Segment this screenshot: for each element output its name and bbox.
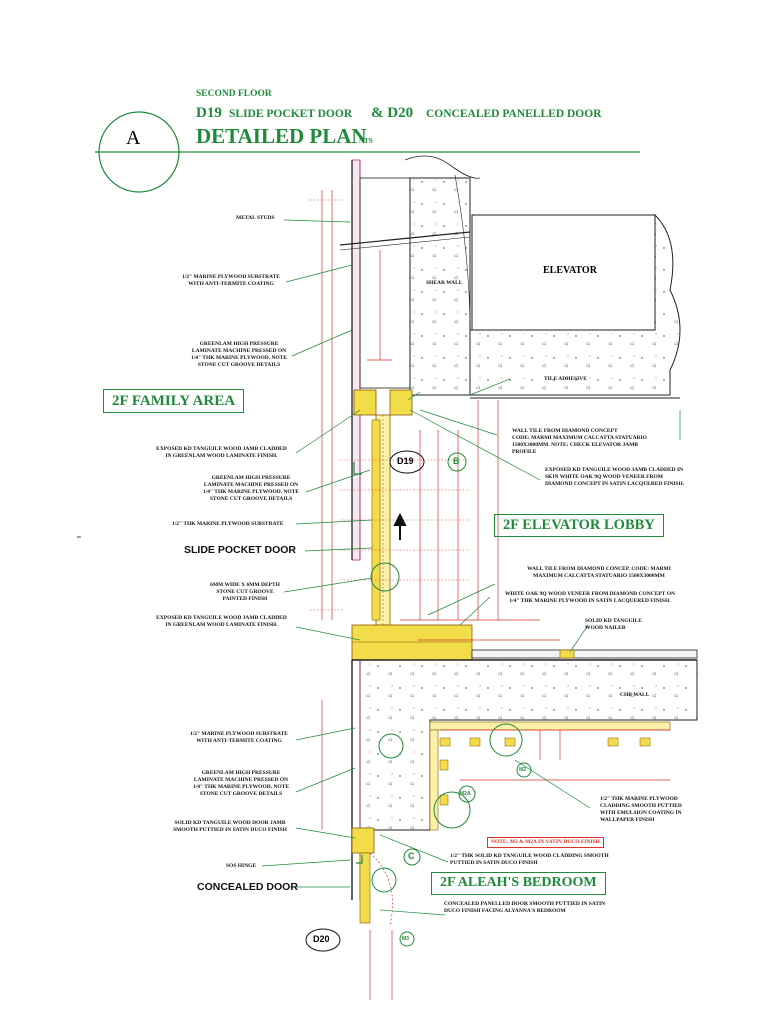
tag-b-circle bbox=[447, 452, 467, 472]
main-title: DETAILED PLAN bbox=[196, 124, 367, 148]
elevator-shaft bbox=[469, 213, 681, 396]
room-elevator-lobby: 2F ELEVATOR LOBBY bbox=[494, 514, 664, 538]
d19-code: D19 bbox=[196, 105, 222, 121]
section-letter: A bbox=[126, 127, 141, 149]
note-sos-hinge: SOS HINGE bbox=[226, 863, 257, 869]
callout-circle-5 bbox=[378, 733, 404, 759]
d20-desc: CONCEALED PANELLED DOOR bbox=[426, 108, 602, 120]
bedroom-cladding-v bbox=[429, 729, 439, 831]
room-bedroom: 2F ALEAH'S BEDROOM bbox=[431, 872, 606, 895]
door-jamb-lower bbox=[351, 827, 375, 854]
tag-d19-ellipse bbox=[389, 450, 425, 474]
note-shear-wall: SHEAR WALL bbox=[426, 280, 463, 286]
note-cladding: 1/2" THK MARINE PLYWOOD CLADDING SMOOTH … bbox=[600, 796, 682, 823]
scale-label: NTS bbox=[359, 137, 373, 145]
note-nailer: SOLID KD TANGUILE WOOD NAILER bbox=[585, 618, 642, 631]
note-chb-wall: CHB WALL bbox=[620, 692, 650, 698]
note-door-jamb: SOLID KD TANGUILE WOOD DOOR JAMB SMOOTH … bbox=[173, 820, 287, 833]
callout-circle-1 bbox=[370, 562, 400, 592]
tag-m3-circle bbox=[399, 931, 415, 947]
note-greenlam-1: GREENLAM HIGH PRESSURE LAMINATE MACHINE … bbox=[190, 341, 288, 368]
wall-break-top bbox=[404, 155, 481, 179]
tag-d20: D20 bbox=[313, 934, 330, 944]
tag-d20-ellipse bbox=[305, 928, 341, 952]
section-marker bbox=[98, 111, 180, 193]
stud-wall-upper bbox=[351, 159, 361, 561]
note-metal-studs: METAL STUDS bbox=[236, 215, 275, 221]
tag-d19: D19 bbox=[397, 456, 414, 466]
label-concealed-door: CONCEALED DOOR bbox=[197, 881, 298, 893]
callout-circle-3 bbox=[433, 791, 471, 829]
tag-m2a: M2A bbox=[460, 791, 471, 797]
note-solid-cladding: 1/2" THK SOLID KD TANGUILE WOOD CLADDING… bbox=[450, 853, 609, 866]
tag-c-circle bbox=[403, 848, 421, 866]
tag-m2a-circle bbox=[458, 785, 476, 803]
slide-direction-arrow bbox=[393, 512, 407, 540]
d19-desc: SLIDE POCKET DOOR bbox=[229, 108, 353, 120]
tag-m2: M2 bbox=[519, 767, 526, 773]
bedroom-cladding-h bbox=[429, 721, 671, 731]
note-marine-ply-1: 1/2" MARINE PLYWOOD SUBSTRATE WITH ANTI-… bbox=[182, 274, 280, 287]
tag-m2-circle bbox=[516, 762, 532, 778]
note-white-oak: WHITE OAK 9Q WOOD VENEER FROM DIAMOND CO… bbox=[505, 591, 675, 604]
tag-c: C bbox=[408, 851, 415, 861]
note-greenlam-3: GREENLAM HIGH PRESSURE LAMINATE MACHINE … bbox=[192, 770, 290, 797]
callout-circle-4 bbox=[371, 867, 397, 893]
elevator-box bbox=[471, 214, 656, 331]
note-substrate-half: 1/2" THK MARINE PLYWOOD SUBSTRATE bbox=[172, 521, 284, 527]
jamb-row bbox=[351, 624, 473, 661]
note-wall-tile-1: WALL TILE FROM DIAMOND CONCEPT CODE: MAR… bbox=[512, 428, 647, 455]
note-jamb-skin: EXPOSED KD TANGUILE WOOD JAMB CLADDED IN… bbox=[545, 467, 685, 487]
jamb-block-2 bbox=[389, 389, 413, 416]
concealed-door-leaf bbox=[359, 852, 371, 924]
note-greenlam-2: GREENLAM HIGH PRESSURE LAMINATE MACHINE … bbox=[202, 475, 300, 502]
note-jamb-2: EXPOSED KD TANGUILE WOOD JAMB CLADDED IN… bbox=[156, 615, 287, 628]
label-slide-pocket-door: SLIDE POCKET DOOR bbox=[184, 544, 297, 556]
tag-m3: M3 bbox=[402, 936, 409, 942]
d20-code: & D20 bbox=[371, 105, 414, 121]
nailer-block bbox=[559, 649, 575, 659]
callout-circle-2 bbox=[489, 723, 523, 757]
note-marine-ply-2: 1/2" MARINE PLYWOOD SUBSTRATE WITH ANTI-… bbox=[190, 731, 288, 744]
note-m2: NOTE: M2 & M2A IN SATIN DUCO FINISH bbox=[487, 837, 604, 848]
jamb-block-1 bbox=[353, 389, 377, 416]
tag-b: B bbox=[453, 456, 460, 466]
note-panelled-door: CONCEALED PANELLED DOOR SMOOTH PUTTIED I… bbox=[444, 901, 606, 914]
note-tile-adhesive: TILE ADHESIVE bbox=[544, 376, 587, 382]
floor-label: SECOND FLOOR bbox=[196, 89, 272, 99]
note-jamb-1: EXPOSED KD TANGUILE WOOD JAMB CLADDED IN… bbox=[156, 446, 287, 459]
note-groove: 6MM WIDE X 6MM DEPTH STONE CUT GROOVE PA… bbox=[210, 582, 280, 602]
room-elevator: ELEVATOR bbox=[543, 265, 597, 276]
room-family-area: 2F FAMILY AREA bbox=[103, 389, 245, 413]
note-wall-tile-2: WALL TILE FROM DIAMOND CONCEP. CODE: MAR… bbox=[527, 566, 671, 579]
